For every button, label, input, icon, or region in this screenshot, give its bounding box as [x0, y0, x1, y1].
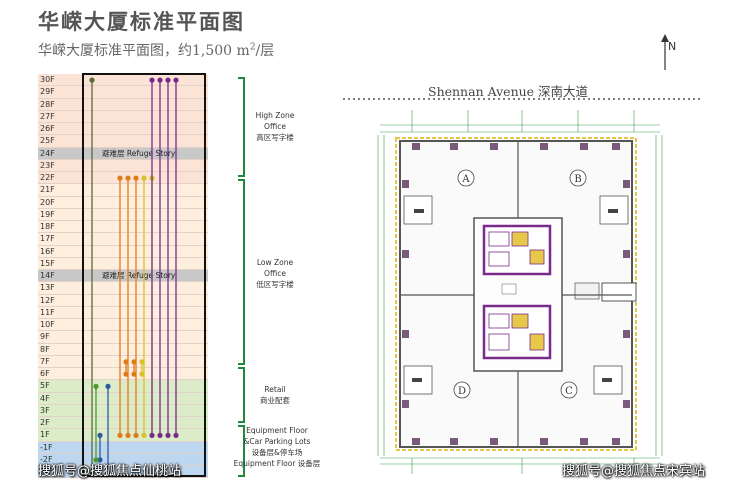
- floor-label: 22F: [40, 173, 55, 182]
- floor-label: 12F: [40, 295, 55, 305]
- floor-row: 16F: [38, 245, 208, 258]
- floor-row: 28F: [38, 98, 208, 111]
- floor-row: 7F: [38, 355, 208, 368]
- unit-d-label: D: [458, 386, 466, 397]
- unit-b-label: B: [574, 174, 581, 185]
- floor-row: -1F: [38, 441, 208, 454]
- floor-row: 15F: [38, 257, 208, 270]
- floor-label: 24F: [40, 148, 55, 158]
- floor-label: -2F: [40, 454, 53, 464]
- floor-label: 10F: [40, 320, 55, 329]
- tower-frame: [82, 73, 206, 477]
- floor-row: 5F: [38, 380, 208, 393]
- floor-label: 16F: [40, 246, 55, 256]
- watermark-right: 搜狐号@搜狐焦点宋宾站: [562, 464, 706, 479]
- floor-row: -2F: [38, 453, 208, 466]
- zone-equipment-label: Equipment Floor&Car Parking Lots 设备层&停车场…: [233, 426, 321, 468]
- floor-label: 23F: [40, 160, 55, 170]
- floor-label: 30F: [40, 75, 55, 84]
- floor-label: 27F: [40, 111, 55, 121]
- floor-label: 21F: [40, 185, 55, 195]
- page-title: 华嵘大厦标准平面图: [38, 9, 245, 34]
- floor-row: 24F 避难层 Refuge Story: [38, 147, 208, 160]
- floor-row: 11F: [38, 306, 208, 319]
- floor-label: 20F: [40, 197, 55, 207]
- floor-label: 15F: [40, 258, 55, 268]
- floor-row: 30F: [38, 74, 208, 87]
- floor-row: 14F 避难层 Refuge Story: [38, 270, 208, 283]
- floor-label: -3F: [40, 467, 53, 476]
- refuge-label: 避难层 Refuge Story: [102, 271, 176, 280]
- floor-row: 29F: [38, 86, 208, 99]
- floor-row: 10F: [38, 319, 208, 332]
- floor-row: 20F: [38, 196, 208, 209]
- floor-row: 13F: [38, 282, 208, 295]
- floor-row: 12F: [38, 294, 208, 307]
- floor-label: 28F: [40, 99, 55, 109]
- floor-label: 3F: [40, 405, 50, 415]
- watermark-left: 搜狐号@搜狐焦点仙桃站: [38, 464, 182, 479]
- north-label: N: [668, 40, 677, 53]
- unit-c-label: C: [565, 386, 573, 397]
- floor-label: 19F: [40, 209, 55, 219]
- refuge-label: 避难层 Refuge Story: [102, 148, 176, 158]
- floor-row: 4F: [38, 392, 208, 405]
- floor-row: 25F: [38, 135, 208, 148]
- floor-label: 5F: [40, 381, 50, 391]
- road-label: Shennan Avenue 深南大道: [428, 84, 589, 99]
- floor-row: 9F: [38, 331, 208, 344]
- floor-row: 23F: [38, 159, 208, 172]
- floor-row: 18F: [38, 221, 208, 234]
- floor-row: 19F: [38, 208, 208, 221]
- floor-label: 7F: [40, 356, 50, 366]
- floor-row: 22F: [38, 172, 208, 185]
- floor-label: 18F: [40, 222, 55, 231]
- floor-label: 8F: [40, 344, 50, 354]
- floor-row: 2F: [38, 417, 208, 430]
- floor-row: 1F: [38, 429, 208, 442]
- floor-label: 9F: [40, 332, 50, 342]
- floor-label: 4F: [40, 393, 50, 403]
- page-subtitle: 华嵘大厦标准平面图，约1,500 m2/层: [38, 42, 275, 59]
- floor-label: 29F: [40, 87, 55, 97]
- floor-row: 21F: [38, 184, 208, 197]
- floor-label: 1F: [40, 430, 50, 440]
- floor-label: 26F: [40, 124, 55, 133]
- floor-label: 11F: [40, 307, 55, 317]
- floor-label: 13F: [40, 283, 55, 293]
- floor-label: 14F: [40, 271, 55, 280]
- floor-row: 26F: [38, 123, 208, 136]
- floor-row: 8F: [38, 343, 208, 356]
- floor-label: 17F: [40, 234, 55, 244]
- floor-label: 2F: [40, 418, 50, 427]
- floor-row: 6F: [38, 368, 208, 381]
- floor-row: 3F: [38, 404, 208, 417]
- north-arrow-icon: [661, 34, 669, 70]
- floor-label: 6F: [40, 369, 50, 378]
- unit-a-label: A: [461, 174, 470, 185]
- floor-row: 27F: [38, 110, 208, 123]
- floor-label: -1F: [40, 442, 53, 452]
- floor-row: 17F: [38, 233, 208, 246]
- floor-label: 25F: [40, 136, 55, 146]
